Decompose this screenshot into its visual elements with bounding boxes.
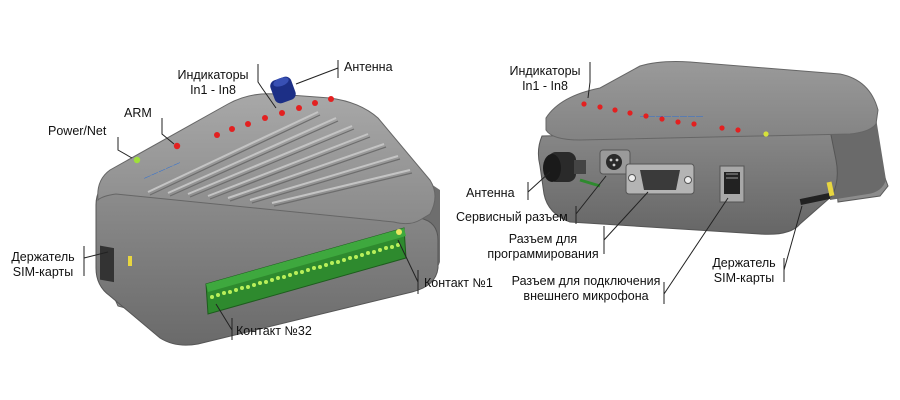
- right-top-face: [545, 61, 879, 141]
- label-indicators-left-line2: In1 - In8: [190, 83, 236, 97]
- label-indicators-right-line1: Индикаторы: [509, 64, 581, 78]
- label-arm: ARM: [124, 106, 152, 120]
- right-antenna-connector: [543, 152, 601, 188]
- label-sim-holder-left-line2: SIM-карты: [12, 265, 74, 279]
- label-sim-holder-left: Держатель SIM-карты: [6, 250, 80, 280]
- label-power-net: Power/Net: [48, 124, 107, 138]
- right-logo-band: ————————: [640, 113, 704, 120]
- right-device: ————————: [537, 61, 889, 235]
- right-programming-connector: [625, 163, 695, 195]
- right-sim-slot: [799, 192, 831, 206]
- label-programming-connector-line2: программирования: [487, 247, 599, 261]
- label-indicators-right-line2: In1 - In8: [522, 79, 568, 93]
- right-callout-lines: [527, 62, 803, 304]
- label-sim-holder-right-line1: Держатель: [712, 256, 776, 270]
- label-service-connector: Сервисный разъем: [456, 210, 568, 224]
- label-antenna-left: Антенна: [344, 60, 393, 74]
- label-mic-connector-line1: Разъем для подключения: [511, 274, 661, 288]
- left-sim-slot: [100, 245, 114, 283]
- left-led-inputs: [214, 96, 334, 138]
- label-antenna-right: Антенна: [466, 186, 515, 200]
- label-contact-1: Контакт №1: [424, 276, 493, 290]
- left-callout-lines: [83, 60, 419, 340]
- label-sim-holder-right-line2: SIM-карты: [713, 271, 775, 285]
- left-device: —————: [95, 76, 440, 346]
- label-programming-connector: Разъем для программирования: [486, 232, 600, 262]
- left-terminal-pins: [210, 243, 400, 299]
- label-indicators-left-line1: Индикаторы: [177, 68, 249, 82]
- label-programming-connector-line1: Разъем для: [508, 232, 578, 246]
- left-terminal-block: [205, 227, 407, 315]
- left-led-power: [133, 156, 141, 164]
- label-mic-connector: Разъем для подключения внешнего микрофон…: [510, 274, 662, 304]
- label-sim-holder-left-line1: Держатель: [11, 250, 75, 264]
- label-contact-32: Контакт №32: [236, 324, 312, 338]
- right-service-connector: [599, 149, 631, 175]
- label-sim-holder-right: Держатель SIM-карты: [708, 256, 780, 286]
- right-mic-connector: [719, 165, 745, 203]
- label-indicators-left: Индикаторы In1 - In8: [174, 68, 252, 98]
- left-led-arm: [173, 142, 181, 150]
- label-mic-connector-line2: внешнего микрофона: [523, 289, 649, 303]
- label-indicators-right: Индикаторы In1 - In8: [506, 64, 584, 94]
- left-antenna-connector: [270, 76, 296, 104]
- right-led-inputs: [581, 101, 741, 133]
